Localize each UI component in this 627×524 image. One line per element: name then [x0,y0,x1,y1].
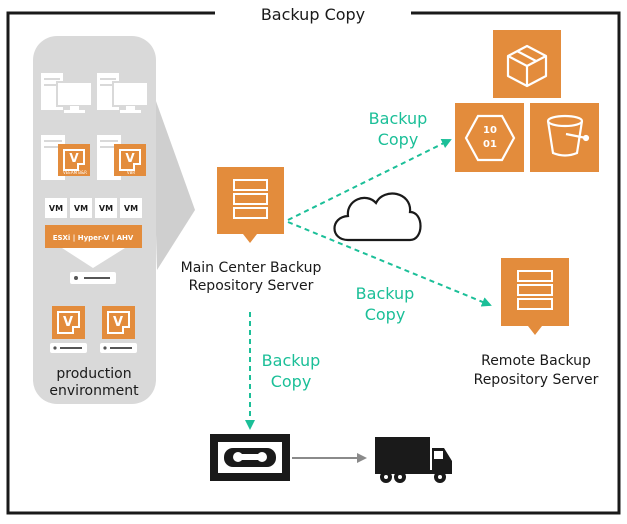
remote-server-label-line2: Repository Server [474,372,599,388]
svg-text:V: V [113,315,123,330]
cloud-copy-label-line2: Copy [378,130,419,149]
main-server-label-line1: Main Center Backup [181,260,322,276]
hexagon-icon [464,114,516,162]
vm-label: VM [124,204,138,213]
main-server-label-line2: Repository Server [189,278,314,294]
workstation-icon-group [41,73,149,113]
binary-label-line1: 10 [483,125,497,136]
proxy-server-icon-group: V V [50,306,137,353]
svg-text:V: V [125,151,135,165]
svg-text:VBR: VBR [127,170,135,175]
arrow-to-cloud-storage [287,139,452,221]
vm-label: VM [74,204,88,213]
cloud-storage-group: 10 01 [455,30,599,172]
remote-server-label-line1: Remote Backup [481,353,591,369]
remote-copy-label-line1: Backup [356,284,415,303]
outer-frame [6,11,621,515]
vm-label: VM [49,204,63,213]
diagram-title: Backup Copy [261,5,365,24]
svg-text:V: V [63,315,73,330]
main-repository-server [217,167,284,243]
bucket-icon [546,114,590,157]
cube-icon [506,44,548,88]
tape-icon [210,434,290,481]
tape-copy-label-line1: Backup [262,351,321,370]
hypervisor-host: VM VM VM VM ESXi | Hyper-V | AHV [45,198,142,284]
remote-repository-server [501,258,569,335]
hypervisor-label: ESXi | Hyper-V | AHV [53,234,134,243]
binary-label-line2: 01 [483,139,497,150]
vm-label: VM [99,204,113,213]
svg-text:VEEAM B&R: VEEAM B&R [63,170,87,175]
arrow-to-remote-server [287,221,492,307]
production-label-line1: production [56,366,131,382]
remote-copy-label-line2: Copy [365,305,406,324]
tape-copy-label-line2: Copy [271,372,312,391]
production-environment-panel: V VEEAM B&R V VBR VM VM VM VM ESXi | Hyp… [33,36,195,404]
object-storage-tile [493,30,561,98]
cloud-copy-label-line1: Backup [369,109,428,128]
cloud-icon [333,192,422,242]
veeam-server-icon-group: V VEEAM B&R V VBR [41,135,146,180]
production-label-line2: environment [49,383,139,399]
svg-text:V: V [69,151,79,165]
truck-icon [375,437,452,483]
